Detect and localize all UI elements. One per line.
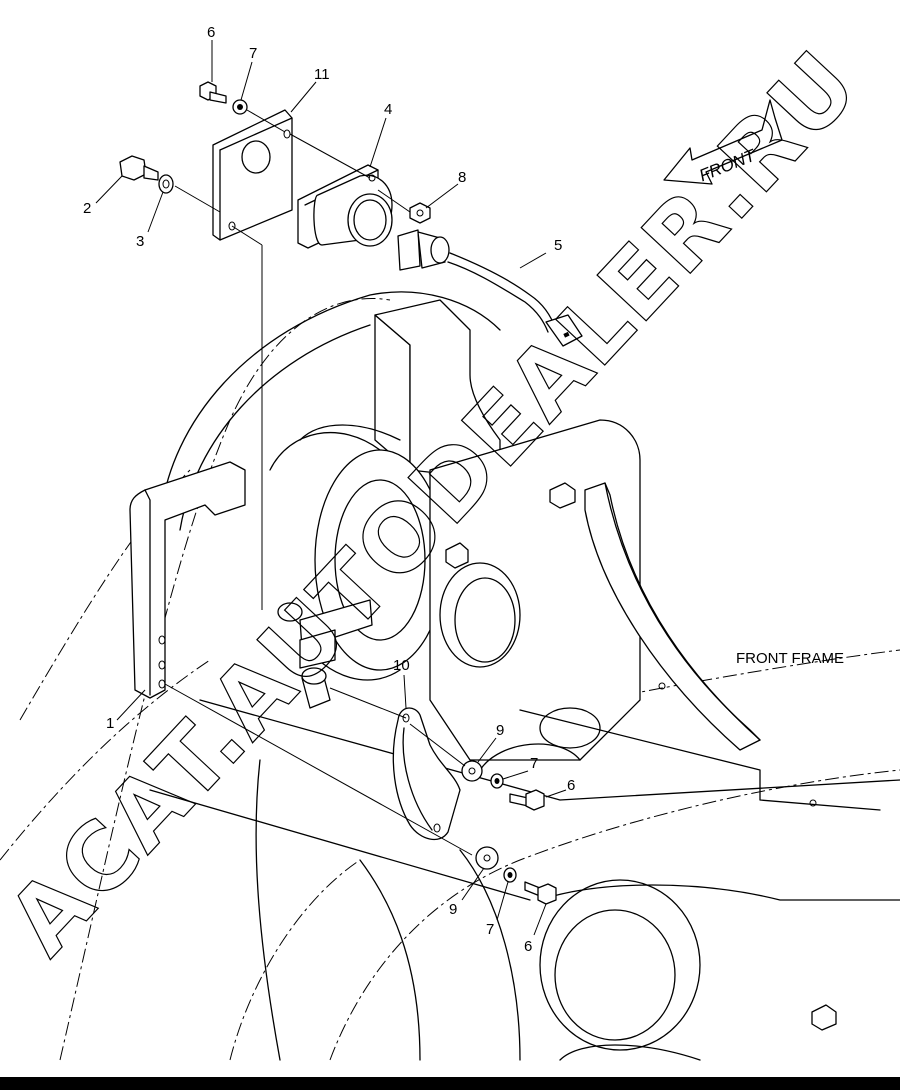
washer-part-7-top xyxy=(232,99,248,115)
curved-plate-part-10 xyxy=(392,707,461,841)
washer-part-3 xyxy=(158,174,174,194)
callout-10: 10 xyxy=(393,657,410,674)
callout-8: 8 xyxy=(458,169,466,186)
callout-2: 2 xyxy=(83,200,91,217)
callout-6-top: 6 xyxy=(207,24,215,41)
bolt-part-6-lower xyxy=(524,881,557,905)
front-frame xyxy=(0,291,900,1061)
callout-9-upper: 9 xyxy=(496,722,504,739)
washer-part-9-lower xyxy=(475,846,499,870)
callout-5: 5 xyxy=(554,237,562,254)
callout-7-top: 7 xyxy=(249,45,257,62)
callout-4: 4 xyxy=(384,101,392,118)
bracket-part-1 xyxy=(129,461,246,699)
sensor-part-4 xyxy=(297,164,393,249)
bolt-part-6-mid xyxy=(509,789,545,811)
callout-7-lower: 7 xyxy=(486,921,494,938)
washer-part-7-mid xyxy=(490,773,504,789)
nut-part-8 xyxy=(409,202,431,224)
callout-6-lower: 6 xyxy=(524,938,532,955)
washer-part-7-lower xyxy=(503,867,517,883)
washer-part-9-upper xyxy=(461,760,483,782)
bolt-part-2 xyxy=(119,155,159,181)
spacer xyxy=(301,667,331,709)
callout-6-mid: 6 xyxy=(567,777,575,794)
bolt-part-6-top xyxy=(199,81,227,104)
leader-lines xyxy=(95,40,567,936)
callouts: 6 7 11 4 8 5 2 3 1 10 9 7 6 9 7 6 xyxy=(83,24,575,955)
callout-9-lower: 9 xyxy=(449,901,457,918)
assembly-lines xyxy=(164,109,473,856)
harness-part-5 xyxy=(397,229,583,347)
callout-11: 11 xyxy=(314,66,330,83)
callout-1: 1 xyxy=(106,715,114,732)
callout-7-mid: 7 xyxy=(530,755,538,772)
footer-bar xyxy=(0,1077,900,1090)
callout-3: 3 xyxy=(136,233,144,250)
front-frame-label: FRONT FRAME xyxy=(736,650,844,667)
mounting-plate-part-11 xyxy=(212,109,293,241)
